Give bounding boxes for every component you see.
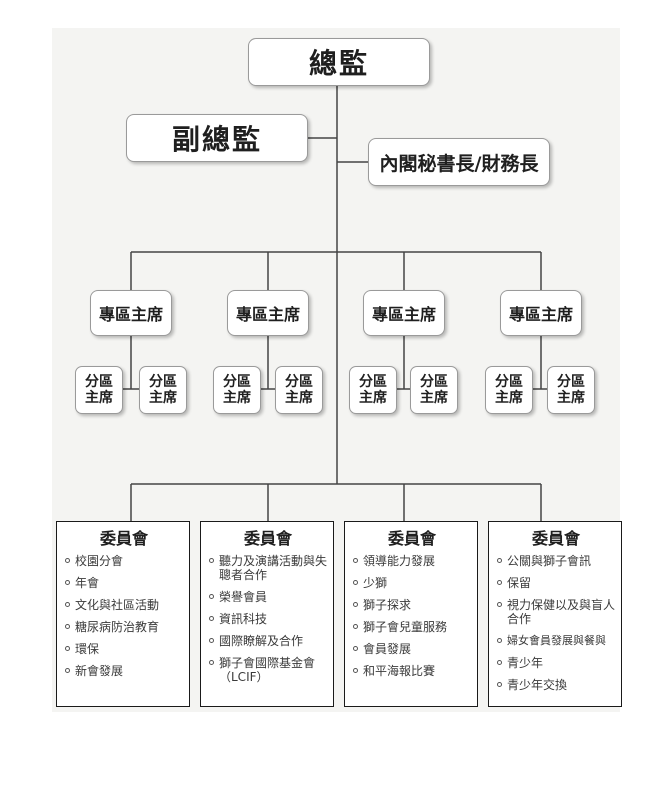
committee-title: 委員會 (387, 529, 436, 548)
bullet-icon (353, 558, 358, 563)
zone-chair-label-line1: 分區 (285, 374, 313, 390)
zone-chair-label-line1: 分區 (149, 374, 177, 390)
cabinet-secretary-treasurer-label: 內閣秘書長/財務長 (379, 152, 539, 175)
committee-item: 資訊科技 (209, 612, 327, 626)
committee-item: 糖尿病防治教育 (65, 620, 183, 634)
cabinet-secretary-treasurer-box: 內閣秘書長/財務長 (368, 138, 550, 186)
bullet-icon (497, 682, 502, 687)
region-chair-label: 專區主席 (371, 305, 436, 324)
zone-chair-label-line2: 主席 (149, 390, 177, 406)
zone-chair-box-3b: 分區 主席 (410, 366, 458, 414)
region-chair-label: 專區主席 (235, 305, 300, 324)
committee-item: 獅子會國際基金會（LCIF） (209, 656, 327, 684)
bullet-icon (353, 624, 358, 629)
committee-item: 國際瞭解及合作 (209, 634, 327, 648)
bullet-icon (65, 646, 70, 651)
committee-item: 獅子探求 (353, 598, 471, 612)
committee-title: 委員會 (531, 529, 580, 548)
region-chair-label: 專區主席 (98, 305, 163, 324)
zone-chair-box-2a: 分區 主席 (213, 366, 261, 414)
bullet-icon (497, 660, 502, 665)
bullet-icon (65, 558, 70, 563)
committee-box-4: 委員會 公關與獅子會訊 保留 視力保健以及與盲人合作 婦女會員發展與餐與 青少年… (488, 521, 622, 707)
zone-chair-box-3a: 分區 主席 (349, 366, 397, 414)
bullet-icon (353, 646, 358, 651)
vice-district-governor-label: 副總監 (171, 123, 262, 156)
bullet-icon (65, 668, 70, 673)
zone-chair-box-1b: 分區 主席 (139, 366, 187, 414)
zone-chair-box-1a: 分區 主席 (75, 366, 123, 414)
committee-box-1: 委員會 校園分會 年會 文化與社區活動 糖尿病防治教育 環保 新會發展 (56, 521, 190, 707)
bullet-icon (209, 594, 214, 599)
zone-chair-label-line2: 主席 (285, 390, 313, 406)
zone-chair-label-line1: 分區 (85, 374, 113, 390)
zone-chair-box-2b: 分區 主席 (275, 366, 323, 414)
zone-chair-label-line2: 主席 (420, 390, 448, 406)
zone-chair-label-line1: 分區 (495, 374, 523, 390)
bullet-icon (497, 602, 502, 607)
zone-chair-label-line1: 分區 (557, 374, 585, 390)
bullet-icon (497, 638, 502, 643)
region-chair-box-3: 專區主席 (363, 290, 445, 336)
zone-chair-label-line2: 主席 (85, 390, 113, 406)
region-chair-box-1: 專區主席 (90, 290, 172, 336)
committee-item: 新會發展 (65, 664, 183, 678)
committee-item: 環保 (65, 642, 183, 656)
bullet-icon (209, 558, 214, 563)
committee-title: 委員會 (99, 529, 148, 548)
committee-item: 年會 (65, 576, 183, 590)
committee-item: 獅子會兒童服務 (353, 620, 471, 634)
bullet-icon (353, 668, 358, 673)
committee-box-3: 委員會 領導能力發展 少獅 獅子探求 獅子會兒童服務 會員發展 和平海報比賽 (344, 521, 478, 707)
zone-chair-label-line2: 主席 (557, 390, 585, 406)
zone-chair-label-line2: 主席 (359, 390, 387, 406)
bullet-icon (497, 580, 502, 585)
bullet-icon (353, 602, 358, 607)
zone-chair-box-4b: 分區 主席 (547, 366, 595, 414)
bullet-icon (209, 660, 214, 665)
bullet-icon (353, 580, 358, 585)
bullet-icon (65, 624, 70, 629)
region-chair-label: 專區主席 (508, 305, 573, 324)
committee-item: 榮譽會員 (209, 590, 327, 604)
committee-item: 保留 (497, 576, 615, 590)
committee-item: 文化與社區活動 (65, 598, 183, 612)
bullet-icon (65, 602, 70, 607)
committee-item: 和平海報比賽 (353, 664, 471, 678)
district-governor-label: 總監 (308, 47, 369, 80)
zone-chair-box-4a: 分區 主席 (485, 366, 533, 414)
committee-item: 聽力及演講活動與失聰者合作 (209, 554, 327, 582)
committee-item: 校園分會 (65, 554, 183, 568)
zone-chair-label-line1: 分區 (359, 374, 387, 390)
district-governor-box: 總監 (248, 38, 430, 86)
committee-item: 會員發展 (353, 642, 471, 656)
vice-district-governor-box: 副總監 (126, 114, 308, 162)
zone-chair-label-line1: 分區 (223, 374, 251, 390)
committee-item: 視力保健以及與盲人合作 (497, 598, 615, 626)
zone-chair-label-line2: 主席 (495, 390, 523, 406)
committee-item: 青少年交換 (497, 678, 615, 692)
committee-title: 委員會 (243, 529, 292, 548)
committee-box-2: 委員會 聽力及演講活動與失聰者合作 榮譽會員 資訊科技 國際瞭解及合作 獅子會國… (200, 521, 334, 707)
committee-item: 婦女會員發展與餐與 (497, 634, 615, 648)
committee-item: 公關與獅子會訊 (497, 554, 615, 568)
committee-item: 少獅 (353, 576, 471, 590)
region-chair-box-4: 專區主席 (500, 290, 582, 336)
bullet-icon (209, 616, 214, 621)
zone-chair-label-line2: 主席 (223, 390, 251, 406)
zone-chair-label-line1: 分區 (420, 374, 448, 390)
committee-item: 青少年 (497, 656, 615, 670)
bullet-icon (209, 638, 214, 643)
bullet-icon (65, 580, 70, 585)
region-chair-box-2: 專區主席 (227, 290, 309, 336)
committee-item: 領導能力發展 (353, 554, 471, 568)
bullet-icon (497, 558, 502, 563)
